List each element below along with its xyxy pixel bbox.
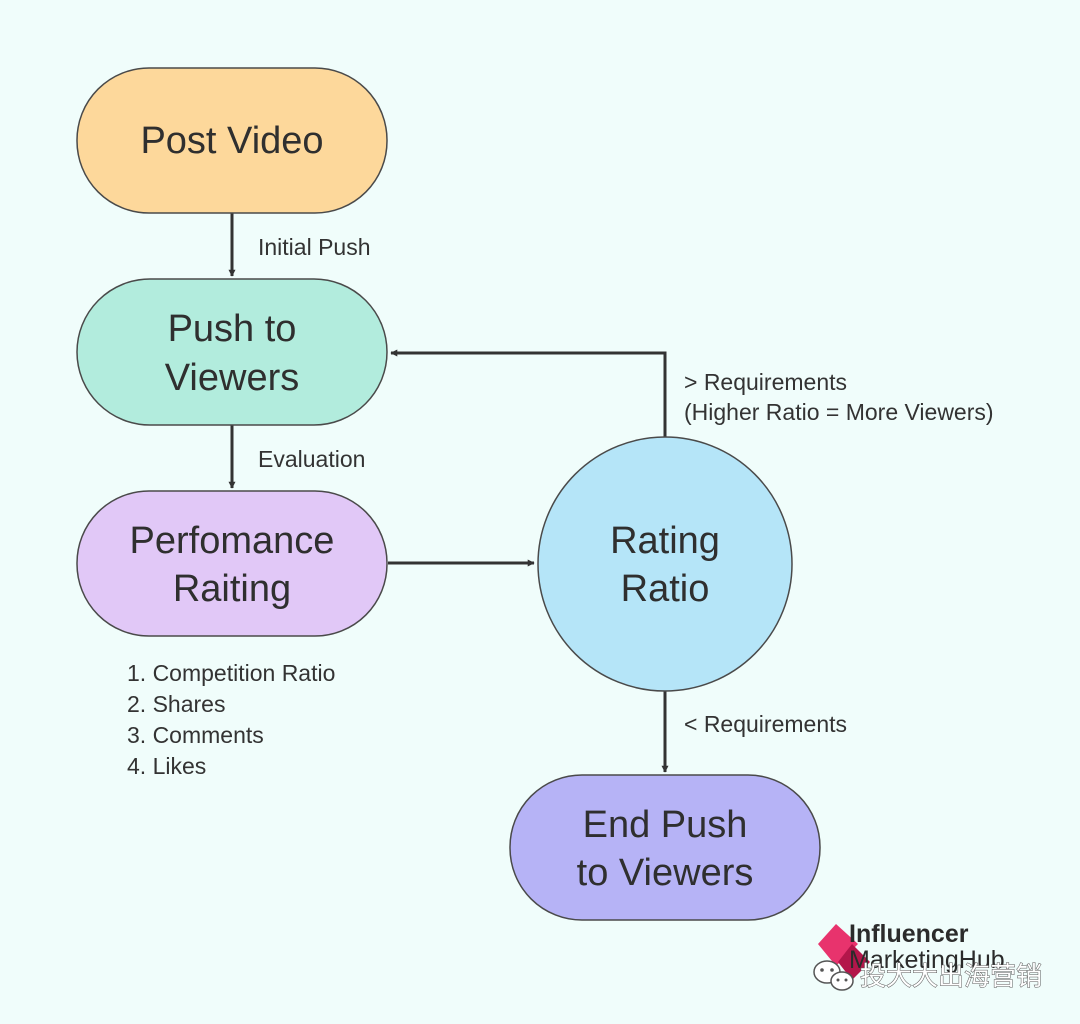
edge-label-higher-ratio-note: (Higher Ratio = More Viewers)	[684, 399, 994, 425]
node-end-push-label-line1: End Push	[583, 804, 748, 846]
influencer-marketinghub-logo: Influencer MarketingHub	[818, 920, 1005, 980]
node-push-to-viewers: Push to Viewers	[76, 278, 388, 426]
list-item: 1. Competition Ratio	[127, 660, 335, 686]
node-performance-rating-label-line2: Raiting	[173, 568, 291, 610]
logo-mark-icon	[818, 924, 870, 980]
edge-label-greater-requirements: > Requirements	[684, 369, 847, 395]
node-post-video-label: Post Video	[140, 120, 323, 162]
node-push-to-viewers-label-line2: Viewers	[165, 357, 299, 399]
logo-line2: MarketingHub	[849, 946, 1005, 974]
list-item: 3. Comments	[127, 722, 264, 748]
node-post-video: Post Video	[76, 67, 388, 214]
rating-factors-list: 1. Competition Ratio 2. Shares 3. Commen…	[127, 660, 335, 779]
node-rating-ratio-label-line1: Rating	[610, 520, 720, 562]
node-push-to-viewers-shape	[76, 278, 388, 426]
node-rating-ratio-label-line2: Ratio	[621, 568, 710, 610]
node-performance-rating-shape	[76, 490, 388, 637]
edge-label-evaluation: Evaluation	[258, 446, 365, 472]
node-end-push-label-line2: to Viewers	[577, 852, 754, 894]
watermark-text: 投大大出海营销	[860, 962, 1042, 992]
node-rating-ratio-shape	[537, 436, 793, 692]
node-push-to-viewers-label-line1: Push to	[168, 308, 297, 350]
watermark: 投大大出海营销	[813, 960, 1043, 993]
wechat-icon	[813, 960, 854, 991]
edge-label-initial-push: Initial Push	[258, 234, 371, 260]
node-performance-rating-label-line1: Perfomance	[130, 520, 335, 562]
node-performance-rating: Perfomance Raiting	[76, 490, 388, 637]
node-post-video-shape	[76, 67, 388, 214]
edge-ratio-to-push	[390, 349, 667, 437]
node-rating-ratio: Rating Ratio	[537, 436, 793, 692]
edge-label-less-requirements: < Requirements	[684, 711, 847, 737]
list-item: 4. Likes	[127, 753, 206, 779]
node-end-push: End Push to Viewers	[509, 774, 821, 921]
list-item: 2. Shares	[127, 691, 225, 717]
node-end-push-shape	[509, 774, 821, 921]
logo-line1: Influencer	[849, 920, 969, 948]
edges	[228, 213, 669, 773]
